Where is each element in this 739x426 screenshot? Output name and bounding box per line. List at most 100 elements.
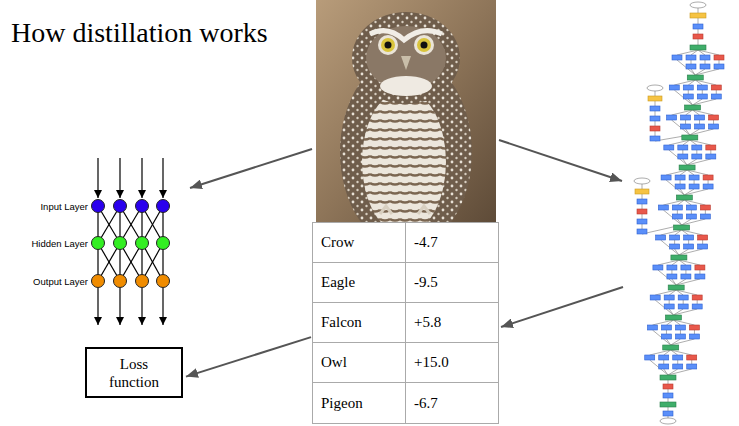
net-wire [664, 350, 671, 355]
table-cell: Crow [313, 223, 406, 263]
net-wire [705, 210, 706, 214]
layer-block [686, 214, 696, 219]
layer-block [637, 219, 647, 224]
layer-block [668, 285, 684, 290]
net-wire [683, 300, 684, 304]
layer-block [692, 154, 702, 159]
layer-block [700, 64, 710, 69]
net-wire [677, 210, 678, 214]
net-wire [698, 8, 699, 13]
layer-block [663, 393, 673, 398]
net-wire [702, 90, 703, 94]
net-wire [688, 240, 689, 244]
loss-box: Loss function [85, 347, 183, 398]
layer-block [686, 64, 696, 69]
net-wire [675, 230, 682, 235]
layer-block [650, 106, 660, 111]
layer-block [637, 199, 647, 204]
net-wire [679, 260, 700, 265]
layer-block [692, 304, 702, 309]
net-wire [655, 290, 676, 295]
net-wire [716, 90, 717, 94]
net-wire [674, 90, 692, 105]
net-wire [671, 339, 695, 345]
table-cell: Falcon [313, 303, 406, 343]
layer-block [700, 205, 710, 210]
net-wire [686, 110, 693, 115]
net-wire [673, 320, 694, 325]
layer-block [661, 175, 671, 180]
layer-label: Output Layer [33, 276, 88, 287]
layer-block [687, 364, 697, 369]
layer-block [692, 145, 702, 150]
table-cell: Eagle [313, 263, 406, 303]
net-wire [676, 290, 697, 295]
net-wire [655, 91, 656, 96]
table-cell: +15.0 [406, 343, 498, 383]
table-cell: +5.8 [406, 303, 498, 343]
net-wire [672, 120, 690, 135]
net-wire [671, 350, 692, 355]
net-wire [688, 90, 689, 94]
layer-block [679, 165, 695, 170]
table-cell: -6.7 [406, 383, 498, 423]
net-wire [677, 50, 698, 55]
net-wire [697, 300, 698, 304]
net-wire [652, 320, 673, 325]
net-wire [677, 60, 695, 75]
net-wire [642, 194, 643, 199]
net-wire [642, 224, 643, 229]
layer-block [682, 135, 698, 140]
net-wire [655, 121, 656, 126]
net-wire [691, 69, 695, 75]
student-network [92, 158, 170, 325]
layer-block [660, 402, 676, 407]
table-cell: -4.7 [406, 223, 498, 263]
net-wire [669, 150, 687, 165]
net-wire [668, 398, 669, 402]
layer-label: Input Layer [40, 201, 88, 212]
net-wire [666, 170, 687, 175]
layer-block [672, 214, 682, 219]
layer-block [678, 295, 688, 300]
net-wire [696, 150, 697, 154]
net-wire [675, 249, 679, 255]
layer-block [683, 85, 693, 90]
net-wire [650, 360, 668, 375]
layer-block [697, 94, 707, 99]
net-wire [699, 270, 700, 274]
net-wire [680, 170, 687, 175]
layer-block [675, 325, 685, 330]
net-wire [642, 184, 643, 189]
layer-block [635, 189, 649, 194]
io-node [634, 178, 650, 184]
net-wire [650, 350, 671, 355]
layer-block [675, 334, 685, 339]
layer-block [689, 334, 699, 339]
net-wire [686, 129, 690, 135]
owl-photo [316, 0, 496, 222]
net-wire [694, 180, 695, 184]
layer-block [714, 55, 724, 60]
net-wire [682, 219, 706, 225]
net-wire [695, 69, 719, 75]
net-wire [642, 204, 643, 209]
net-wire [673, 309, 697, 315]
layer-block [670, 235, 680, 240]
net-wire [693, 110, 714, 115]
layer-block [658, 205, 668, 210]
layer-block [711, 85, 721, 90]
layer-block [650, 136, 660, 141]
net-wire [705, 60, 706, 64]
layer-block [681, 124, 691, 129]
layer-block [714, 64, 724, 69]
net-wire [694, 330, 695, 334]
net-wire [674, 240, 675, 244]
layer-block [685, 105, 701, 110]
net-wire [688, 99, 692, 105]
net-wire [672, 279, 676, 285]
layer-block [684, 244, 694, 249]
net-wire [663, 200, 684, 205]
layer-block [689, 184, 699, 189]
layer-block [690, 13, 706, 18]
